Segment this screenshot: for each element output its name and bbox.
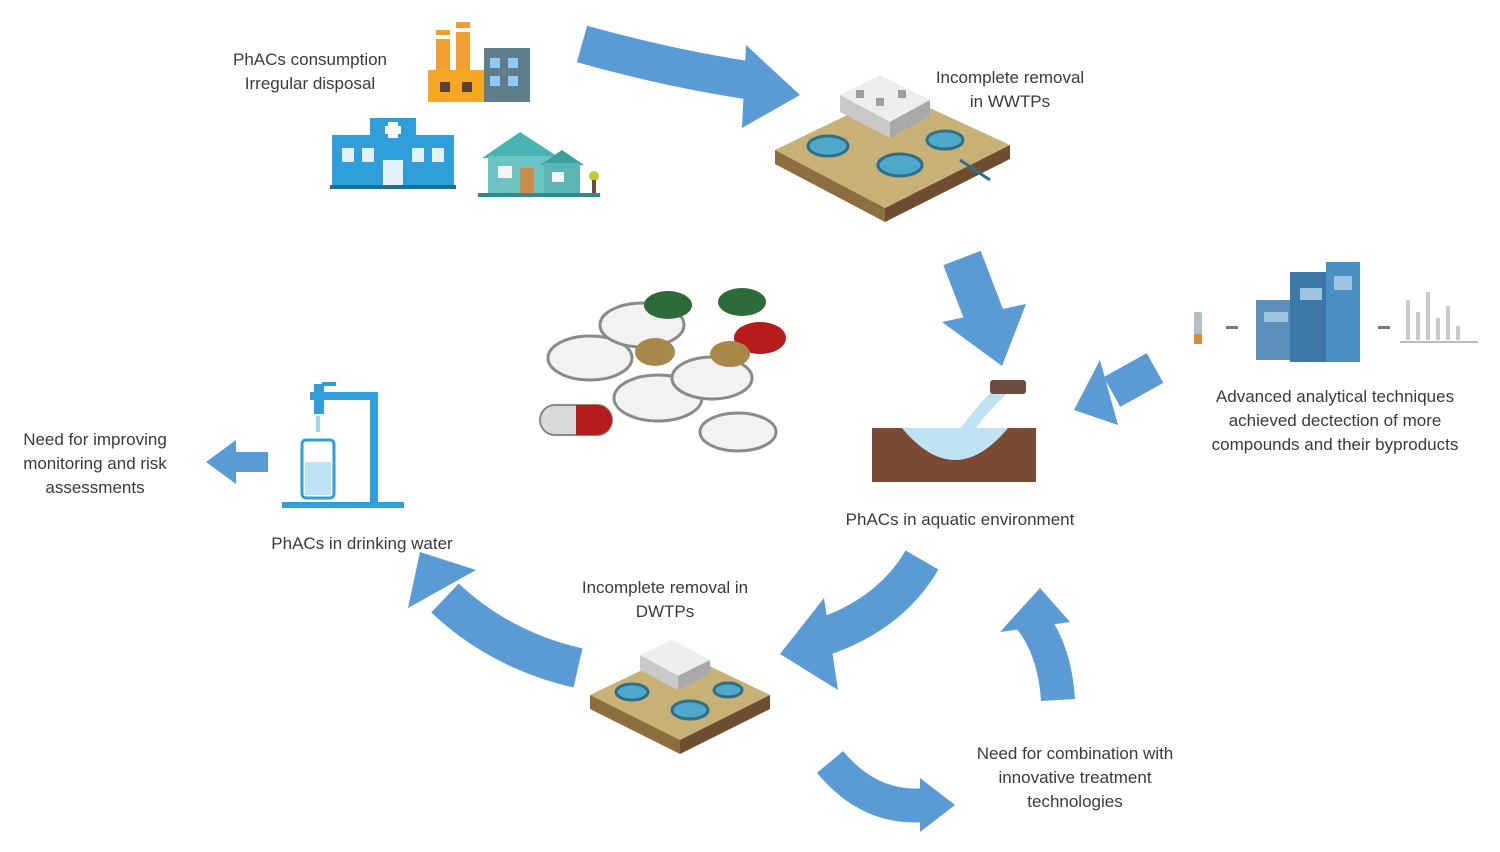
mass-spectrometer-icon [1194,262,1478,362]
factory-icon [428,22,530,102]
label-line: in WWTPs [969,92,1051,111]
arrow-wwtp-to-environment [942,250,1026,366]
label-line: PhACs consumption [232,50,388,69]
label-line: achieved dectection of more [1228,411,1442,430]
label-line: DWTPs [635,602,695,621]
water-pollution-icon [872,380,1036,482]
house-icon [478,132,600,197]
arrow-analysis-to-environment [1074,353,1164,425]
arrow-sources-to-wwtp [576,25,800,128]
label-innovation: Need for combination with innovative tre… [930,742,1220,814]
arrow-environment-to-dwtp [780,550,939,690]
label-line: Incomplete removal [935,68,1085,87]
label-line: innovative treatment [998,768,1152,787]
label-line: Advanced analytical techniques [1215,387,1455,406]
label-analysis: Advanced analytical techniques achieved … [1172,385,1498,457]
label-line: Irregular disposal [244,74,376,93]
label-sources: PhACs consumption Irregular disposal [200,48,420,96]
hospital-icon [330,118,456,189]
treatment-plant-icon [590,640,770,754]
tap-water-icon [282,382,404,508]
arrow-innovation-to-environment [1000,588,1075,702]
label-drinking: PhACs in drinking water [232,532,492,556]
label-line: PhACs in drinking water [271,534,453,553]
label-line: PhACs in aquatic environment [845,510,1075,529]
label-line: Need for improving [23,430,167,449]
pills-icon [539,288,786,453]
label-environment: PhACs in aquatic environment [800,508,1120,532]
label-line: technologies [1027,792,1123,811]
label-wwtp: Incomplete removal in WWTPs [890,66,1130,114]
treatment-plant-icon [775,75,1010,222]
label-line: Need for combination with [976,744,1174,763]
label-line: monitoring and risk [23,454,167,473]
label-dwtp: Incomplete removal in DWTPs [550,576,780,624]
label-line: Incomplete removal in [581,578,749,597]
arrow-dwtp-to-drinking [408,552,583,688]
arrow-drinking-to-monitoring [206,440,268,484]
label-line: assessments [45,478,145,497]
arrow-dwtp-to-innovation [816,750,955,832]
label-monitoring: Need for improving monitoring and risk a… [0,428,190,500]
label-line: compounds and their byproducts [1211,435,1459,454]
